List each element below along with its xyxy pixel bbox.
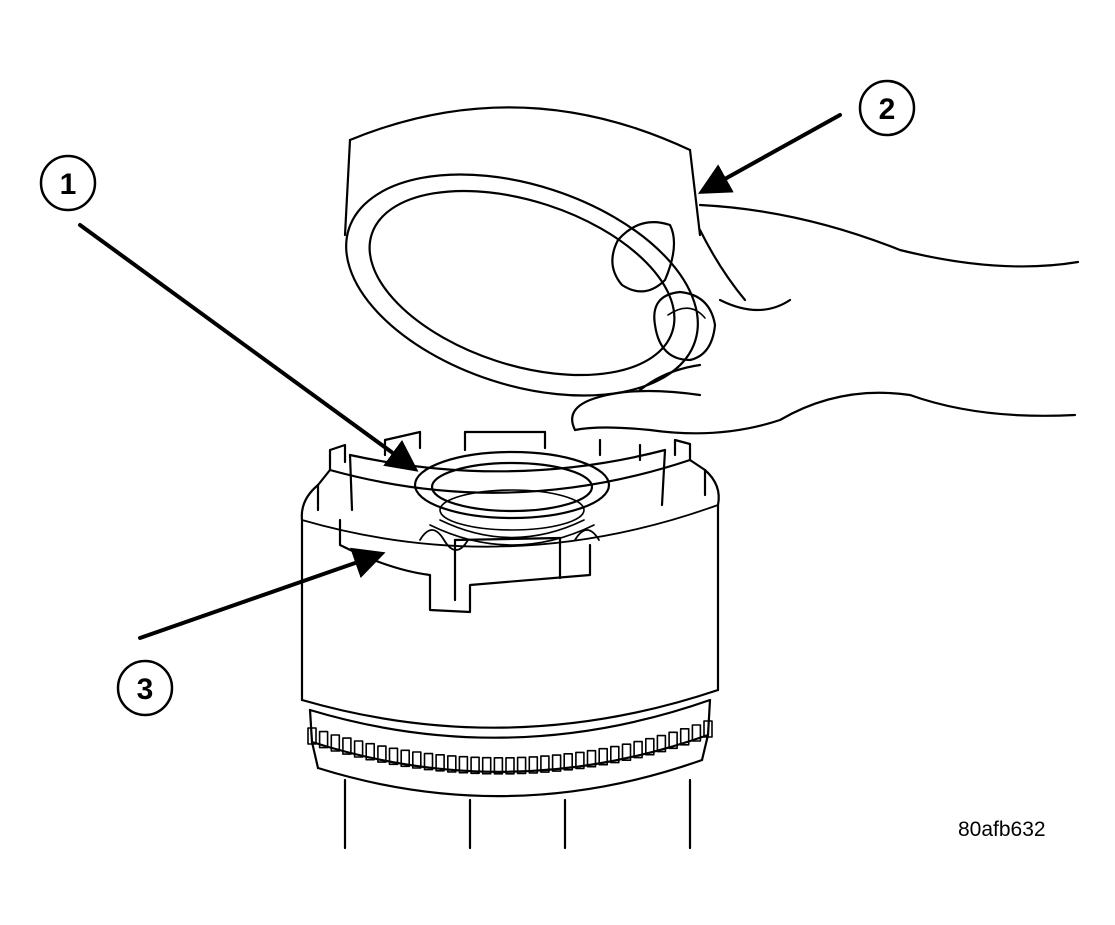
gear-tooth bbox=[446, 755, 457, 773]
callout-1: 1 bbox=[39, 154, 97, 212]
return-spring bbox=[413, 450, 611, 546]
gear-tooth bbox=[400, 749, 411, 768]
gear-tooth bbox=[365, 742, 376, 761]
gear-tooth bbox=[609, 745, 620, 764]
leader-lines bbox=[78, 113, 842, 640]
gear-tooth bbox=[621, 743, 632, 762]
leader-1 bbox=[78, 223, 419, 472]
callout-3-number: 3 bbox=[137, 673, 154, 706]
gear-tooth bbox=[342, 737, 352, 755]
gear-tooth bbox=[307, 727, 317, 745]
gear-tooth bbox=[423, 752, 434, 771]
gear-tooth bbox=[458, 755, 469, 774]
gear-tooth bbox=[528, 756, 539, 774]
callout-2-number: 2 bbox=[879, 93, 896, 126]
gear-tooth bbox=[505, 756, 515, 775]
gear-tooth bbox=[644, 737, 655, 756]
leader-2 bbox=[698, 113, 842, 194]
callout-2: 2 bbox=[858, 79, 916, 137]
gear-tooth bbox=[377, 745, 387, 763]
gear-ring bbox=[307, 698, 713, 798]
gear-tooth bbox=[318, 730, 329, 749]
gear-tooth bbox=[656, 734, 667, 753]
gear-tooth bbox=[493, 756, 504, 775]
gear-tooth bbox=[551, 754, 562, 772]
gear-tooth bbox=[586, 749, 597, 768]
gear-tooth bbox=[633, 740, 643, 759]
gear-tooth bbox=[575, 751, 585, 770]
gear-tooth bbox=[598, 747, 609, 766]
gear-tooth bbox=[668, 731, 678, 750]
callout-1-number: 1 bbox=[60, 168, 77, 201]
gear-tooth bbox=[516, 756, 527, 775]
figure-id: 80afb632 bbox=[958, 818, 1046, 841]
gear-tooth bbox=[481, 756, 492, 775]
gear-tooth bbox=[388, 747, 399, 766]
drum-body bbox=[300, 438, 720, 729]
gear-tooth bbox=[435, 753, 445, 772]
hand bbox=[571, 203, 1080, 435]
gear-tooth bbox=[330, 734, 341, 752]
shaft-housing bbox=[343, 778, 692, 850]
gear-tooth bbox=[563, 752, 574, 771]
gear-tooth bbox=[353, 740, 364, 758]
drum-cover bbox=[343, 106, 702, 397]
gear-tooth bbox=[691, 724, 702, 742]
piston-hub bbox=[338, 430, 667, 614]
gear-tooth bbox=[411, 751, 422, 769]
gear-tooth bbox=[470, 756, 480, 775]
leader-3 bbox=[138, 547, 386, 640]
gear-tooth bbox=[540, 755, 550, 773]
gear-tooth bbox=[679, 727, 690, 746]
gear-tooth bbox=[703, 720, 713, 738]
callout-3: 3 bbox=[116, 659, 174, 717]
